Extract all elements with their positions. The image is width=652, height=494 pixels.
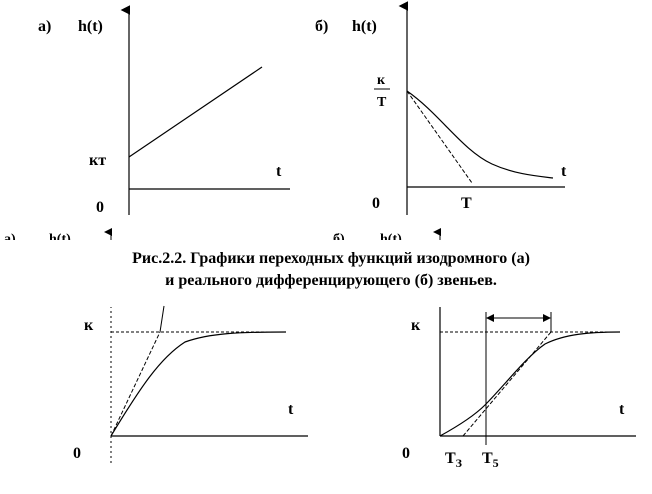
bottom-right-interval-arrow-left bbox=[486, 314, 494, 322]
top-right-decay-curve bbox=[406, 90, 554, 179]
top-right-tangent-line bbox=[406, 90, 473, 184]
bottom-left-panel: к t 0 bbox=[73, 305, 308, 463]
caption-line-2: и реального дифференцирующего (б) звенье… bbox=[165, 272, 497, 289]
t5-base: T bbox=[482, 450, 493, 467]
top-right-y-label: h(t) bbox=[352, 18, 377, 35]
bottom-right-inflection-tangent bbox=[462, 331, 552, 437]
top-right-origin-label: 0 bbox=[372, 195, 380, 212]
top-left-y-label: h(t) bbox=[78, 18, 103, 35]
top-left-intercept-label: кт bbox=[89, 152, 106, 169]
top-left-origin-label: 0 bbox=[96, 199, 104, 216]
t5-subscript: 5 bbox=[493, 456, 499, 470]
t3-base: T bbox=[445, 450, 456, 467]
clip-mask bbox=[0, 240, 652, 254]
bottom-right-s-curve bbox=[439, 331, 621, 437]
bottom-right-interval-arrow-right bbox=[543, 314, 551, 322]
top-right-ratio-denominator: T bbox=[377, 95, 387, 110]
top-left-x-label: t bbox=[276, 163, 282, 180]
bottom-right-t3-label: TЗ bbox=[445, 450, 462, 470]
top-right-panel-label: б) bbox=[315, 18, 328, 35]
caption-line-1: Рис.2.2. Графики переходных функций изод… bbox=[132, 250, 530, 267]
bottom-left-origin-label: 0 bbox=[73, 445, 81, 462]
bottom-left-tangent-extension bbox=[159, 305, 165, 333]
top-right-time-label: T bbox=[461, 195, 472, 212]
bottom-left-x-label: t bbox=[288, 401, 294, 418]
t3-subscript: З bbox=[456, 456, 462, 470]
bottom-right-origin-label: 0 bbox=[402, 445, 410, 462]
bottom-right-t5-label: T5 bbox=[482, 450, 499, 470]
top-right-ratio-numerator: к bbox=[377, 73, 386, 88]
bottom-left-response-curve bbox=[110, 331, 287, 437]
bottom-left-tangent-line bbox=[110, 331, 161, 437]
top-right-x-label: t bbox=[561, 163, 567, 180]
top-right-panel: б) h(t) к T t 0 T bbox=[315, 1, 567, 215]
top-left-panel-label: а) bbox=[38, 18, 51, 35]
top-left-step-response-line bbox=[128, 66, 263, 158]
bottom-right-panel: к t 0 TЗ T5 bbox=[402, 307, 636, 470]
top-left-panel: а) h(t) кт t 0 bbox=[38, 5, 290, 216]
bottom-right-y-label: к bbox=[411, 317, 421, 334]
bottom-right-x-label: t bbox=[619, 401, 625, 418]
figure-caption: Рис.2.2. Графики переходных функций изод… bbox=[132, 250, 530, 289]
bottom-left-y-label: к bbox=[84, 317, 94, 334]
clipped-row: а) h(t) б) h(t) bbox=[0, 228, 652, 254]
